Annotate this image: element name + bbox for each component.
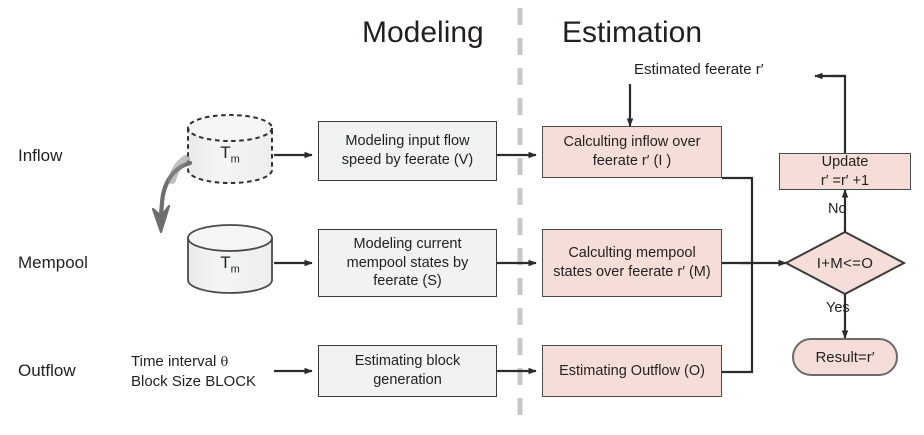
row-label-mempool: Mempool: [18, 253, 88, 272]
result-pill[interactable]: Result=r′: [792, 338, 898, 376]
outflow-block-size-label: Block Size: [131, 373, 202, 391]
outflow-source-text: Time interval θ Block Size BLOCK: [131, 352, 256, 393]
modeling-mempool-box[interactable]: Modeling current mempool states by feera…: [318, 229, 497, 297]
arrow-update-to-feerate: [831, 74, 847, 153]
update-title: Update: [821, 153, 869, 170]
inflow-cylinder-label: Tm: [188, 143, 272, 165]
estimating-inflow-label: Calculting inflow over feerate r′ (I ): [563, 134, 701, 169]
outflow-time-interval-line: Time interval θ: [131, 352, 256, 372]
inflow-to-mempool-curved-arrow: [151, 155, 193, 234]
decision-diamond[interactable]: I+M<=O: [777, 230, 913, 296]
modeling-inflow-label: Modeling input flow speed by feerate (V): [341, 133, 474, 168]
modeling-outflow-label: Estimating block generation: [354, 353, 461, 388]
inflow-cylinder-letter: T: [220, 143, 231, 162]
result-label: Result=r′: [815, 348, 875, 366]
estimating-mempool-box[interactable]: Calculting mempool states over feerate r…: [542, 229, 722, 297]
theta-symbol: θ: [220, 355, 229, 370]
modeling-outflow-box[interactable]: Estimating block generation: [318, 345, 497, 397]
decision-condition-label: I+M<=O: [816, 254, 874, 272]
row-label-outflow: Outflow: [18, 361, 76, 380]
heading-modeling: Modeling: [362, 16, 484, 49]
edge-label-no: No: [828, 201, 847, 217]
mempool-cylinder-label: Tm: [188, 253, 272, 275]
merge-bus-to-decision: [722, 176, 754, 374]
heading-estimation: Estimation: [562, 16, 703, 49]
edge-label-yes: Yes: [826, 300, 850, 316]
estimated-feerate-label: Estimated feerate r′: [634, 61, 764, 78]
update-expression: r′ =r′ +1: [820, 172, 870, 189]
outflow-block-size-value: BLOCK: [205, 373, 257, 391]
modeling-mempool-label: Modeling current mempool states by feera…: [346, 235, 469, 290]
inflow-cylinder-subscript: m: [230, 153, 240, 166]
outflow-block-size-line: Block Size BLOCK: [131, 372, 256, 392]
mempool-cylinder-subscript: m: [230, 263, 240, 276]
outflow-time-interval-label: Time interval: [131, 353, 217, 370]
estimating-outflow-label: Estimating Outflow (O): [559, 362, 705, 379]
modeling-inflow-box[interactable]: Modeling input flow speed by feerate (V): [318, 121, 497, 181]
estimating-inflow-box[interactable]: Calculting inflow over feerate r′ (I ): [542, 126, 722, 178]
mempool-cylinder-letter: T: [220, 253, 231, 272]
estimating-mempool-label: Calculting mempool states over feerate r…: [553, 245, 711, 280]
update-box[interactable]: Update r′ =r′ +1: [779, 153, 911, 190]
row-label-inflow: Inflow: [18, 146, 63, 165]
estimating-outflow-box[interactable]: Estimating Outflow (O): [542, 345, 722, 397]
